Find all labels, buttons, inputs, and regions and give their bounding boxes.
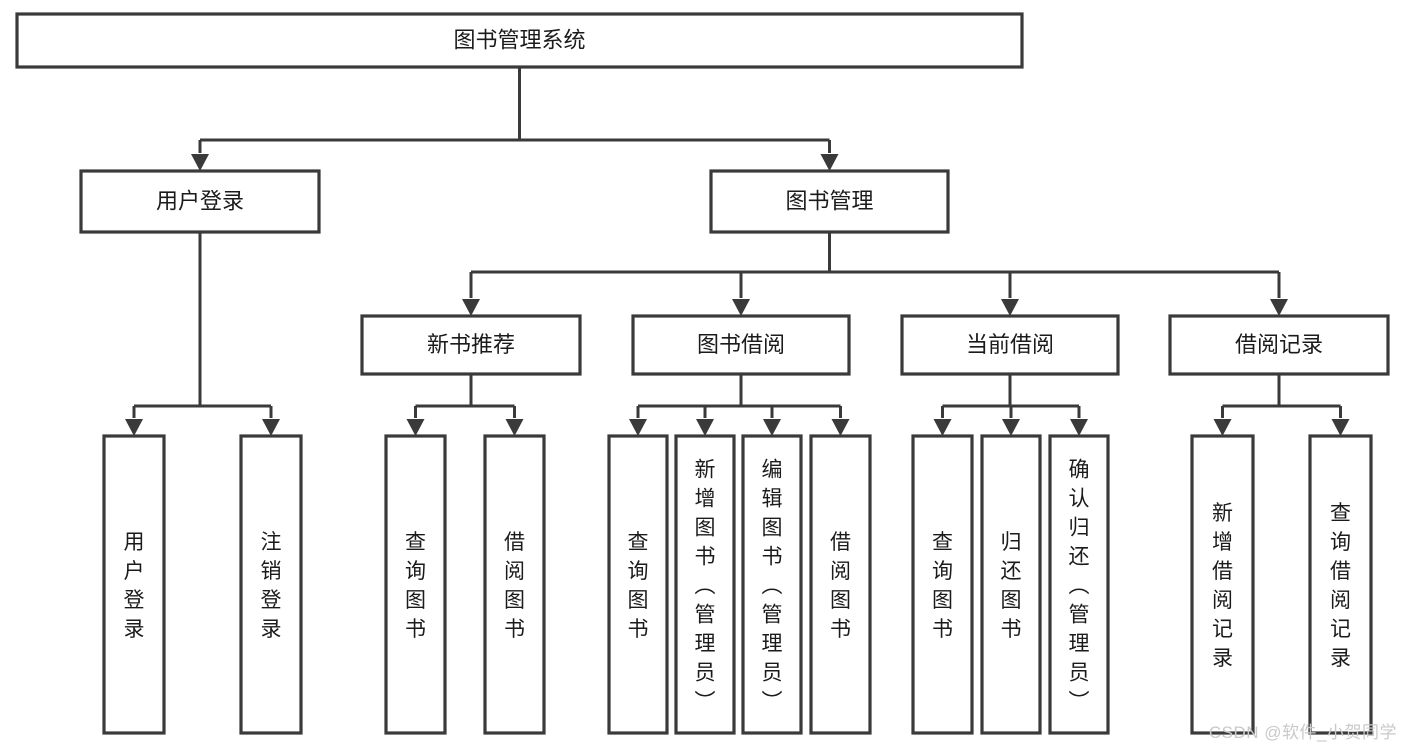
node-boxes-layer: 图书管理系统用户登录图书管理新书推荐图书借阅当前借阅借阅记录用户登录注销登录查询…	[15, 12, 1390, 735]
book-borrow-arrow-2	[763, 419, 781, 436]
node-leaf-1-rect[interactable]	[239, 434, 303, 735]
connector-lines-layer	[125, 67, 1350, 436]
node-leaf-2-rect[interactable]	[384, 434, 447, 735]
node-leaf-7[interactable]: 借阅图书	[809, 434, 872, 735]
node-leaf-10-label: 确认归还︵管理员︶	[1069, 459, 1090, 714]
node-level3-3-label: 借阅记录	[1235, 332, 1323, 357]
node-leaf-12[interactable]: 查询借阅记录	[1308, 434, 1373, 735]
node-leaf-2[interactable]: 查询图书	[384, 434, 447, 735]
node-root-label: 图书管理系统	[453, 27, 585, 52]
node-leaf-10[interactable]: 确认归还︵管理员︶	[1048, 434, 1110, 735]
node-leaf-1[interactable]: 注销登录	[239, 434, 303, 735]
node-leaf-0-label: 用户登录	[124, 531, 145, 641]
node-leaf-5[interactable]: 新增图书︵管理员︶	[674, 434, 736, 735]
user-login-arrow-1	[262, 419, 280, 436]
book-mgmt-to-level3-arrow-2	[1001, 299, 1019, 316]
node-level3-1-label: 图书借阅	[697, 332, 785, 357]
csdn-watermark: CSDN @软件_小贺同学	[1208, 723, 1397, 742]
node-level2-1-rect[interactable]	[709, 169, 950, 234]
node-leaf-8[interactable]: 查询图书	[911, 434, 974, 735]
node-leaf-6-rect[interactable]	[741, 434, 803, 735]
node-leaf-3-label: 借阅图书	[504, 531, 525, 641]
borrow-record-arrow-0	[1213, 419, 1232, 436]
node-level3-1[interactable]: 图书借阅	[631, 314, 851, 376]
node-leaf-5-label: 新增图书︵管理员︶	[695, 459, 716, 714]
book-borrow-arrow-3	[831, 419, 850, 436]
node-leaf-12-rect[interactable]	[1308, 434, 1373, 735]
current-borrow-arrow-1	[1002, 419, 1020, 436]
current-borrow-arrow-2	[1070, 419, 1088, 436]
node-level2-0[interactable]: 用户登录	[79, 169, 321, 234]
node-level3-3-rect[interactable]	[1168, 314, 1390, 376]
node-level3-0-rect[interactable]	[360, 314, 582, 376]
node-leaf-6[interactable]: 编辑图书︵管理员︶	[741, 434, 803, 735]
node-leaf-8-rect[interactable]	[911, 434, 974, 735]
node-level3-0-label: 新书推荐	[427, 332, 515, 357]
node-level3-0[interactable]: 新书推荐	[360, 314, 582, 376]
node-level3-2-rect[interactable]	[900, 314, 1120, 376]
node-leaf-9[interactable]: 归还图书	[980, 434, 1042, 735]
node-level3-1-rect[interactable]	[631, 314, 851, 376]
borrow-record-arrow-1	[1331, 419, 1350, 436]
node-leaf-12-label: 查询借阅记录	[1330, 502, 1351, 670]
node-leaf-0-rect[interactable]	[102, 434, 166, 735]
node-leaf-6-label: 编辑图书︵管理员︶	[762, 459, 783, 714]
user-login-arrow-0	[125, 419, 143, 436]
node-leaf-7-label: 借阅图书	[830, 531, 851, 641]
book-mgmt-to-level3-arrow-3	[1270, 299, 1288, 316]
node-leaf-7-rect[interactable]	[809, 434, 872, 735]
node-leaf-8-label: 查询图书	[932, 531, 953, 641]
node-root[interactable]: 图书管理系统	[15, 12, 1024, 69]
node-leaf-1-label: 注销登录	[261, 531, 282, 641]
node-leaf-4-rect[interactable]	[607, 434, 669, 735]
node-leaf-9-rect[interactable]	[980, 434, 1042, 735]
book-mgmt-to-level3-arrow-0	[462, 299, 480, 316]
node-level2-1[interactable]: 图书管理	[709, 169, 950, 234]
current-borrow-arrow-0	[933, 419, 952, 436]
book-mgmt-to-level3-arrow-1	[732, 299, 750, 316]
node-root-rect[interactable]	[15, 12, 1024, 69]
root-to-level2-arrow-0	[191, 154, 209, 171]
node-leaf-9-label: 归还图书	[1001, 531, 1022, 641]
new-book-rec-arrow-1	[505, 419, 524, 436]
node-level3-3[interactable]: 借阅记录	[1168, 314, 1390, 376]
node-leaf-4-label: 查询图书	[628, 531, 649, 641]
node-level2-0-rect[interactable]	[79, 169, 321, 234]
book-borrow-arrow-1	[696, 419, 714, 436]
root-to-level2-arrow-1	[820, 154, 839, 171]
node-leaf-0[interactable]: 用户登录	[102, 434, 166, 735]
new-book-rec-arrow-0	[406, 419, 425, 436]
node-level3-2[interactable]: 当前借阅	[900, 314, 1120, 376]
node-leaf-5-rect[interactable]	[674, 434, 736, 735]
node-leaf-11-label: 新增借阅记录	[1212, 502, 1233, 670]
node-leaf-3[interactable]: 借阅图书	[483, 434, 546, 735]
node-leaf-4[interactable]: 查询图书	[607, 434, 669, 735]
node-leaf-11[interactable]: 新增借阅记录	[1190, 434, 1255, 735]
node-leaf-2-label: 查询图书	[405, 531, 426, 641]
node-level2-0-label: 用户登录	[156, 188, 244, 213]
node-leaf-3-rect[interactable]	[483, 434, 546, 735]
book-borrow-arrow-0	[629, 419, 647, 436]
node-level2-1-label: 图书管理	[785, 188, 873, 213]
node-leaf-11-rect[interactable]	[1190, 434, 1255, 735]
node-level3-2-label: 当前借阅	[966, 332, 1054, 357]
node-leaf-10-rect[interactable]	[1048, 434, 1110, 735]
